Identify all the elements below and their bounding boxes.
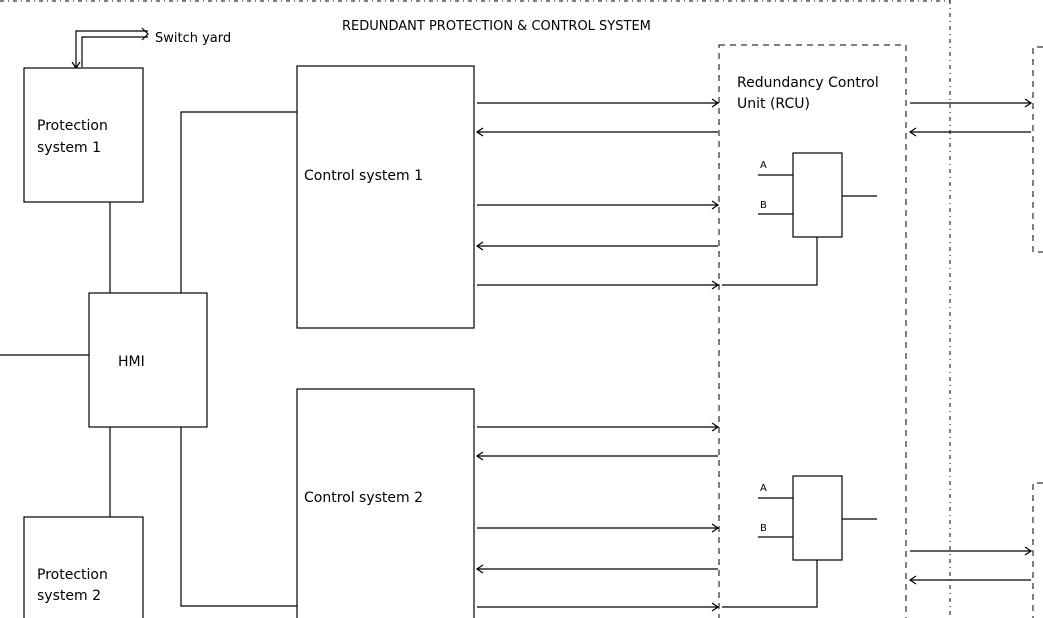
- external-unit-bottom-box: [1032, 482, 1043, 618]
- rcu-label-line1: Redundancy Control: [737, 75, 879, 91]
- hmi-label: HMI: [118, 354, 145, 370]
- protection-system-1-label-line1: Protection: [37, 118, 108, 134]
- hmi-box: [88, 292, 208, 428]
- rcu-output-lines-bottom: [908, 546, 1033, 585]
- switch-yard-label: Switch yard: [155, 31, 231, 46]
- protection-system-2-label-line1: Protection: [37, 567, 108, 583]
- logic-gate-2: [722, 475, 877, 608]
- gate-1-input-a-label: A: [760, 160, 767, 171]
- logic-gate-1: [722, 152, 877, 286]
- gate-1-input-b-label: B: [760, 200, 767, 211]
- switch-yard-connection: [71, 27, 149, 70]
- control-system-1-box: [296, 65, 475, 329]
- diagram-title: REDUNDANT PROTECTION & CONTROL SYSTEM: [342, 19, 651, 34]
- protection-system-1-box: [23, 67, 144, 203]
- protection-system-1-label-line2: system 1: [37, 140, 101, 156]
- control-system-2-label: Control system 2: [304, 490, 423, 506]
- rcu-output-lines-top: [908, 98, 1033, 137]
- external-unit-top-box: [1032, 46, 1043, 253]
- protection-system-2-box: [23, 516, 144, 618]
- control-system-2-box: [296, 388, 475, 618]
- rcu-label-line2: Unit (RCU): [737, 96, 810, 112]
- gate-2-input-b-label: B: [760, 523, 767, 534]
- rcu-box: [718, 44, 907, 618]
- control-system-1-label: Control system 1: [304, 168, 423, 184]
- gate-2-input-a-label: A: [760, 483, 767, 494]
- link-hmi-control1: [180, 111, 297, 293]
- control2-signal-lines: [475, 422, 720, 612]
- link-hmi-control2: [180, 427, 297, 607]
- protection-system-2-label-line2: system 2: [37, 588, 101, 604]
- control1-signal-lines: [475, 98, 720, 290]
